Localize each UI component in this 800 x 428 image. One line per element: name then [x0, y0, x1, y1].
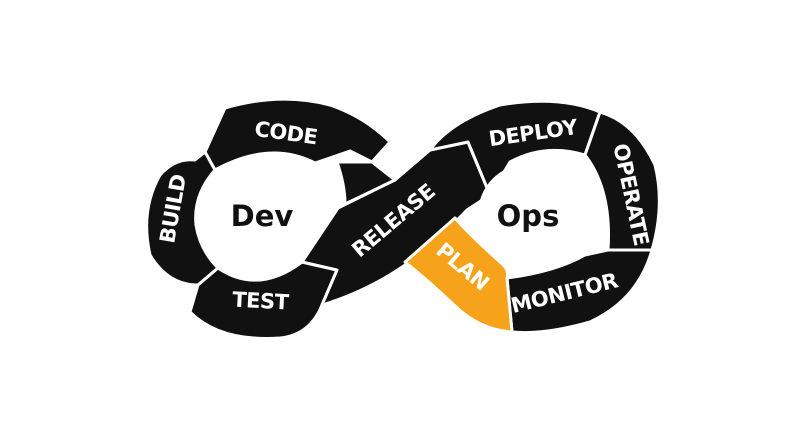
segment-code [203, 97, 392, 172]
segment-operate [583, 110, 661, 252]
segment-plan [403, 216, 514, 334]
ops-hub-label: Ops [497, 199, 560, 233]
segment-build [145, 150, 220, 287]
stage-label-test: TEST [232, 288, 290, 315]
dev-hub-circle [208, 160, 316, 268]
segment-test [188, 260, 339, 340]
segment-monitor [505, 248, 654, 335]
ops-hub-circle [478, 164, 578, 264]
segment-deploy [428, 99, 602, 197]
infinity-loop [145, 97, 661, 340]
dev-hub-label: Dev [231, 199, 294, 233]
